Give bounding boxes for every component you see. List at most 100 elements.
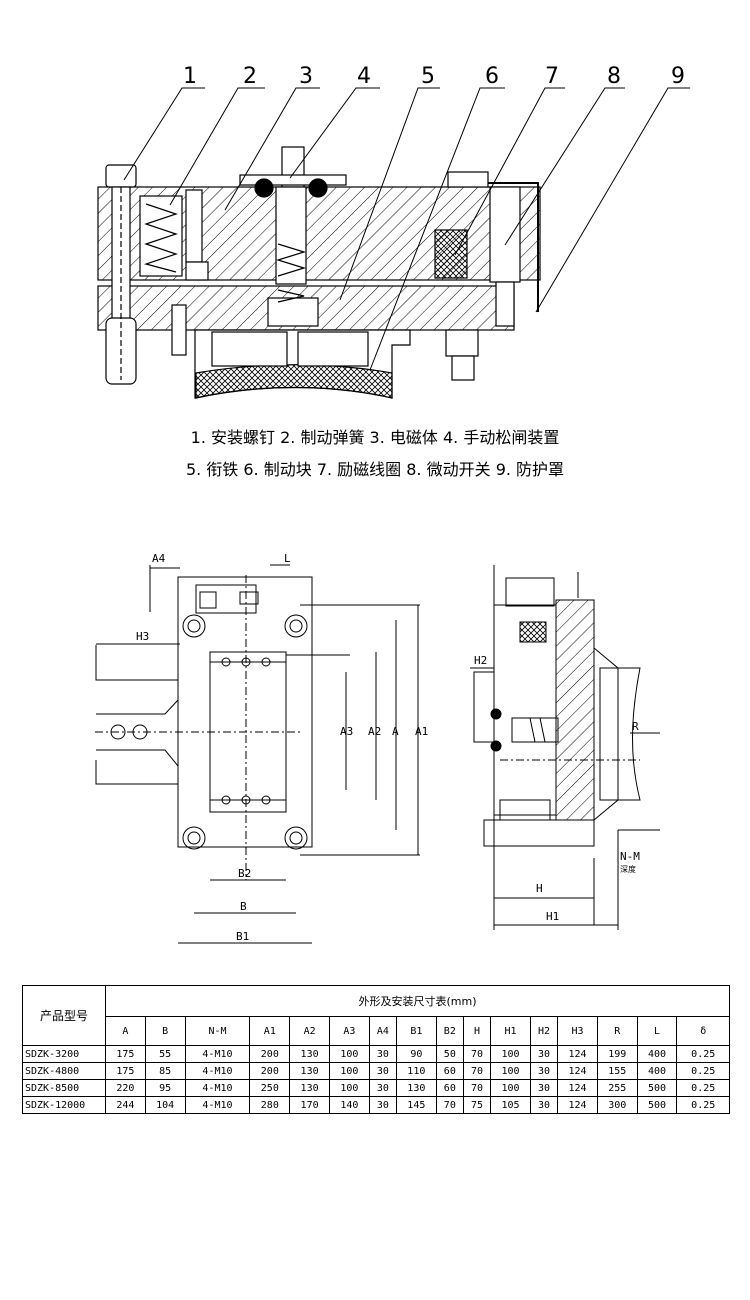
value-cell: 124 [557, 1062, 598, 1080]
column-header: H [462, 1016, 492, 1046]
column-header: B2 [435, 1016, 464, 1046]
value-cell: 244 [105, 1096, 146, 1114]
model-cell: SDZK-12000 [22, 1096, 106, 1114]
value-cell: 100 [328, 1062, 370, 1080]
model-cell: SDZK-4800 [22, 1062, 106, 1080]
model-cell: SDZK-3200 [22, 1045, 106, 1063]
column-header: N-M [184, 1016, 251, 1046]
value-cell: 30 [529, 1062, 559, 1080]
value-cell: 0.25 [676, 1045, 730, 1063]
model-cell: SDZK-8500 [22, 1079, 106, 1097]
value-cell: 100 [328, 1079, 370, 1097]
manual-release-bar [239, 174, 347, 186]
value-cell: 0.25 [676, 1096, 730, 1114]
label-a2: A2 [368, 725, 381, 738]
value-cell: 60 [435, 1062, 464, 1080]
value-cell: 110 [395, 1062, 437, 1080]
callout-5: 5 [421, 64, 435, 89]
value-cell: 130 [289, 1062, 330, 1080]
value-cell: 30 [368, 1096, 397, 1114]
value-cell: 175 [105, 1045, 146, 1063]
value-cell: 50 [435, 1045, 464, 1063]
label-b2: B2 [238, 867, 251, 880]
value-cell: 200 [249, 1045, 291, 1063]
value-cell: 30 [529, 1045, 559, 1063]
value-cell: 0.25 [676, 1079, 730, 1097]
value-cell: 130 [289, 1079, 330, 1097]
callout-6: 6 [485, 64, 499, 89]
callout-leaders [123, 87, 690, 371]
micro-switch [489, 186, 521, 283]
release-knob-right [308, 178, 328, 198]
value-cell: 55 [144, 1045, 186, 1063]
value-cell: 104 [144, 1096, 186, 1114]
column-header: B1 [395, 1016, 437, 1046]
value-cell: 4-M10 [184, 1045, 251, 1063]
value-cell: 175 [105, 1062, 146, 1080]
value-cell: 4-M10 [184, 1062, 251, 1080]
callout-3: 3 [299, 64, 313, 89]
column-header: H2 [529, 1016, 559, 1046]
label-l: L [284, 552, 291, 565]
front-view [95, 564, 420, 944]
value-cell: 130 [395, 1079, 437, 1097]
value-cell: 70 [462, 1062, 492, 1080]
value-cell: 30 [368, 1045, 397, 1063]
value-cell: 95 [144, 1079, 186, 1097]
value-cell: 155 [596, 1062, 638, 1080]
column-header: R [596, 1016, 638, 1046]
value-cell: 4-M10 [184, 1096, 251, 1114]
label-h3: H3 [136, 630, 149, 643]
value-cell: 130 [289, 1045, 330, 1063]
value-cell: 199 [596, 1045, 638, 1063]
column-header: B [144, 1016, 186, 1046]
parts-legend-line-2: 5. 衔铁 6. 制动块 7. 励磁线圈 8. 微动开关 9. 防护罩 [185, 460, 565, 479]
value-cell: 300 [596, 1096, 638, 1114]
label-h2: H2 [474, 654, 487, 667]
side-view [470, 565, 660, 930]
section-view [97, 146, 541, 399]
value-cell: 100 [328, 1045, 370, 1063]
label-r: R [632, 720, 639, 733]
value-cell: 70 [462, 1045, 492, 1063]
column-header: A2 [289, 1016, 330, 1046]
value-cell: 220 [105, 1079, 146, 1097]
value-cell: 500 [636, 1096, 678, 1114]
table-group-header: 外形及安装尺寸表(mm) [105, 985, 730, 1017]
value-cell: 500 [636, 1079, 678, 1097]
callout-4: 4 [357, 64, 371, 89]
value-cell: 30 [529, 1096, 559, 1114]
release-knob-left [254, 178, 274, 198]
value-cell: 60 [435, 1079, 464, 1097]
value-cell: 200 [249, 1062, 291, 1080]
value-cell: 400 [636, 1045, 678, 1063]
value-cell: 75 [462, 1096, 492, 1114]
parts-legend-line-1: 1. 安装螺钉 2. 制动弹簧 3. 电磁体 4. 手动松闸装置 [190, 428, 560, 447]
value-cell: 140 [328, 1096, 370, 1114]
value-cell: 4-M10 [184, 1079, 251, 1097]
excitation-coil [434, 229, 468, 279]
callout-numbers: 1 2 3 4 5 6 7 8 9 [183, 64, 685, 89]
value-cell: 100 [490, 1045, 531, 1063]
value-cell: 0.25 [676, 1062, 730, 1080]
label-nm: N-M [620, 850, 640, 863]
column-header: A [105, 1016, 146, 1046]
value-cell: 124 [557, 1045, 598, 1063]
label-a: A [392, 725, 399, 738]
callout-8: 8 [607, 64, 621, 89]
label-a3: A3 [340, 725, 353, 738]
value-cell: 400 [636, 1062, 678, 1080]
callout-9: 9 [671, 64, 685, 89]
value-cell: 30 [529, 1079, 559, 1097]
protective-cover [488, 182, 539, 312]
label-b: B [240, 900, 247, 913]
value-cell: 100 [490, 1079, 531, 1097]
front-body [177, 576, 313, 848]
brake-drawing: 1 2 3 4 5 6 7 8 9 [95, 64, 690, 944]
label-b1: B1 [236, 930, 249, 943]
value-cell: 170 [289, 1096, 330, 1114]
